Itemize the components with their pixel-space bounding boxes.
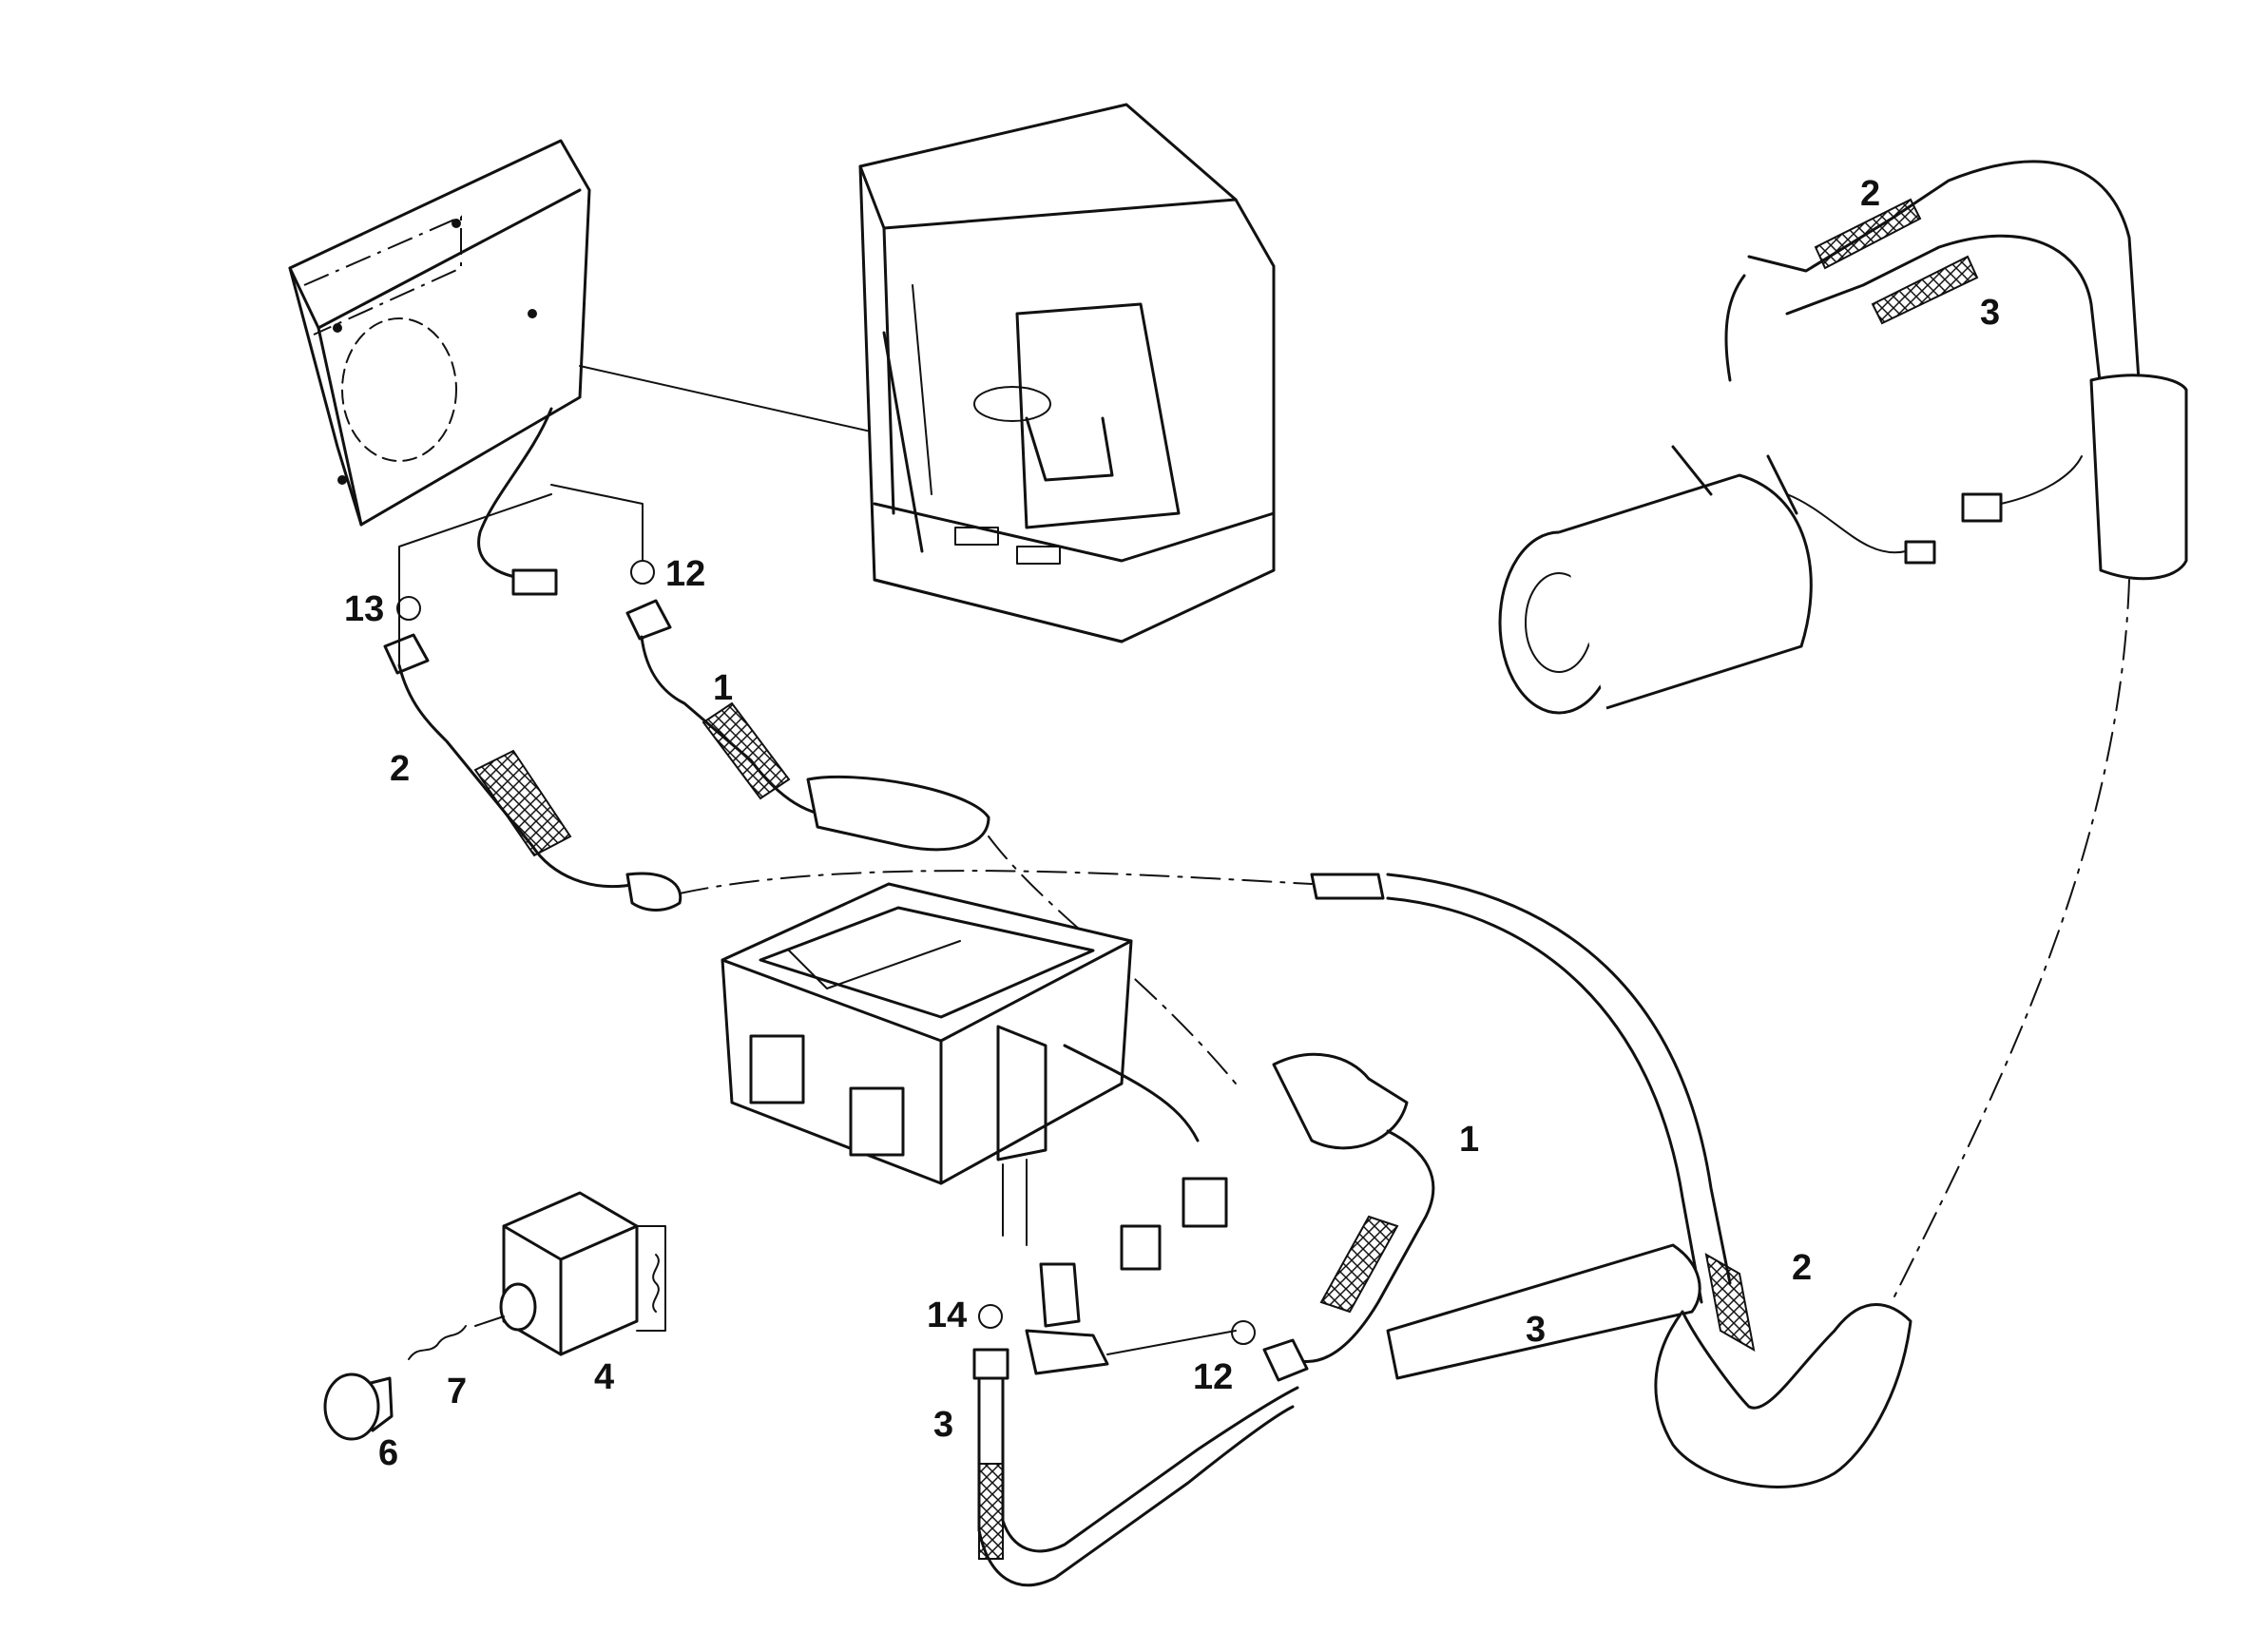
callout-12-bottom: 12 — [1193, 1357, 1234, 1397]
callout-12-top: 12 — [665, 554, 706, 594]
cab-illustration — [858, 103, 1276, 643]
callout-1-top: 1 — [713, 668, 734, 708]
callout-3-mid: 3 — [1526, 1310, 1547, 1350]
condenser-unit-illustration — [288, 139, 1066, 596]
compressor-illustration — [1498, 445, 2083, 715]
hose-1-mid — [1262, 1052, 1435, 1382]
callout-2-bottom-right: 2 — [1792, 1248, 1813, 1288]
heater-box-illustration — [721, 882, 1228, 1271]
callout-2-right-top: 2 — [1860, 174, 1881, 214]
hoses-upper-right — [1724, 160, 2188, 1303]
hoses-left — [383, 484, 990, 912]
callout-6: 6 — [378, 1433, 399, 1473]
callout-4: 4 — [594, 1357, 615, 1397]
switch-assembly-illustration — [323, 1191, 666, 1441]
callout-2-left: 2 — [390, 749, 411, 789]
callout-3-bottom: 3 — [933, 1405, 954, 1445]
callout-1-mid: 1 — [1459, 1120, 1480, 1160]
callout-3-right-top: 3 — [1980, 293, 2001, 333]
hoses-bottom-center — [972, 1262, 1299, 1587]
callout-7: 7 — [447, 1372, 468, 1411]
hose-long-middle — [679, 835, 1732, 1304]
callout-14: 14 — [927, 1296, 968, 1335]
hoses-bottom-right — [1386, 1243, 1912, 1488]
callout-13: 13 — [344, 589, 385, 629]
